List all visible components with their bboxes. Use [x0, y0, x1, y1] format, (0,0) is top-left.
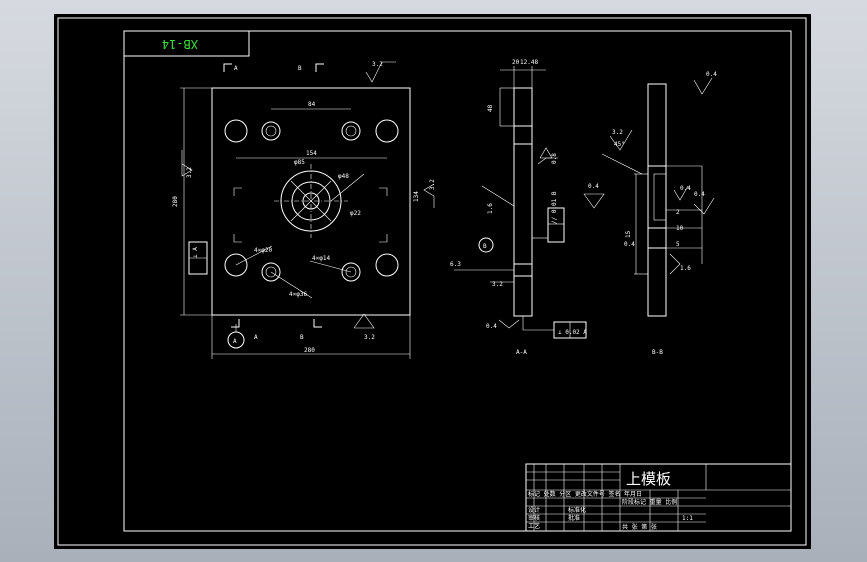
guide-hole-bl — [224, 253, 248, 277]
roughness-a-3: 6.3 — [450, 261, 461, 268]
guide-hole-br — [375, 253, 399, 277]
section-b-label: B-B — [652, 349, 663, 356]
section-b-upper — [647, 83, 667, 167]
part-title: 上模板 — [626, 470, 671, 488]
roughness-a-2: 1.6 — [487, 203, 494, 214]
dim-dia22: φ22 — [350, 210, 361, 217]
dim-134: 134 — [413, 191, 420, 202]
dim-12: 12.48 — [520, 59, 538, 66]
section-b-view: 15 45° 3.2 0.4 0.4 0.4 0.4 2 10 — [583, 71, 717, 356]
section-b-lower — [647, 247, 667, 317]
datum-b-circle — [478, 237, 494, 253]
section-mark-a-bottom: A — [254, 334, 258, 341]
dim-dia48: φ48 — [338, 173, 349, 180]
roughness-b-4: 0.4 — [680, 185, 691, 192]
dim-20: 20 — [512, 59, 520, 66]
section-mark-a-top: A — [234, 65, 238, 72]
roughness-b-2: 0.4 — [588, 183, 599, 190]
dim-5: 5 — [676, 241, 680, 248]
pin-hole-tl — [261, 121, 281, 141]
outer-border — [57, 17, 807, 546]
dim-2: 2 — [676, 209, 680, 216]
roughness-bottom: 3.2 — [364, 334, 375, 341]
guide-hole-tl — [224, 119, 248, 143]
dim-dia85: φ85 — [294, 159, 305, 166]
dim-4x36: 4×φ36 — [289, 291, 307, 298]
height-dim: 280 — [172, 196, 179, 207]
inner-border — [123, 30, 792, 532]
drawing-code-box: XB-14 — [123, 30, 250, 57]
tolerance-a-text: // 0.01 B — [551, 191, 558, 224]
dim-48: 48 — [487, 104, 494, 112]
datum-a-circle — [227, 331, 245, 349]
drawing-sheet: XB-14 280 280 84 — [54, 14, 811, 549]
tolerance-left-text: ⊥ A — [192, 247, 199, 258]
dim-84: 84 — [308, 101, 316, 108]
tolerance-a2-text: ⊥ 0.02 A — [558, 329, 587, 336]
roughness-right: 3.2 — [429, 179, 436, 190]
roughness-b-3: 0.4 — [706, 71, 717, 78]
roughness-a-1: 0.8 — [551, 153, 558, 164]
front-view: 280 280 84 154 — [172, 61, 436, 359]
pin-hole-tr — [341, 121, 361, 141]
drawing-canvas: XB-14 280 280 84 — [57, 17, 807, 546]
roughness-a-5: 0.4 — [486, 323, 497, 330]
title-sheets: 共 张 第 张 — [622, 523, 657, 531]
pin-hole-bl — [261, 262, 281, 282]
section-mark-b-bottom: B — [300, 334, 304, 341]
plate-outline — [211, 87, 411, 316]
roughness-left: 3.2 — [186, 167, 193, 178]
section-a-middle — [513, 143, 533, 265]
title-approve: 批准 — [568, 514, 580, 522]
section-a-upper — [513, 87, 533, 127]
title-check: 审核 — [528, 514, 540, 522]
roughness-top: 3.2 — [372, 61, 383, 68]
title-scale: 1:1 — [682, 515, 693, 522]
title-design: 设计 — [528, 506, 540, 514]
section-mark-b-top: B — [298, 65, 302, 72]
title-std: 标准化 — [568, 506, 586, 514]
dim-angle-45: 45° — [614, 141, 625, 148]
title-block: 上模板 标记 处数 分区 更改文件号 签名 年月日 设计 审核 工艺 标准化 批… — [525, 463, 792, 532]
title-header-row: 标记 处数 分区 更改文件号 签名 年月日 — [528, 490, 642, 498]
dim-4x20: 4×φ20 — [254, 247, 272, 254]
dim-10: 10 — [676, 225, 684, 232]
roughness-a-4: 3.2 — [492, 281, 503, 288]
dim-4x14: 4×φ14 — [312, 255, 330, 262]
dim-154: 154 — [306, 150, 317, 157]
drawing-code: XB-14 — [162, 37, 198, 51]
dim-15: 15 — [625, 230, 632, 238]
title-process: 工艺 — [528, 522, 540, 530]
guide-hole-tr — [375, 119, 399, 143]
section-a-lower — [513, 275, 533, 317]
roughness-b-6: 1.6 — [680, 265, 691, 272]
section-a-label: A-A — [516, 349, 527, 356]
roughness-b-7: 0.4 — [624, 241, 635, 248]
roughness-b-1: 3.2 — [612, 129, 623, 136]
section-a-view: 48 20 12.48 0.8 1.6 // 0.01 B B 6.3 — [450, 59, 587, 356]
datum-b-label: B — [483, 243, 487, 250]
roughness-b-5: 0.4 — [694, 191, 705, 198]
pin-hole-br — [341, 262, 361, 282]
datum-a-label: A — [233, 338, 237, 345]
width-dim: 280 — [304, 347, 315, 354]
tolerance-frame-a — [547, 207, 565, 243]
title-stage: 阶段标记 重量 比例 — [622, 498, 677, 506]
